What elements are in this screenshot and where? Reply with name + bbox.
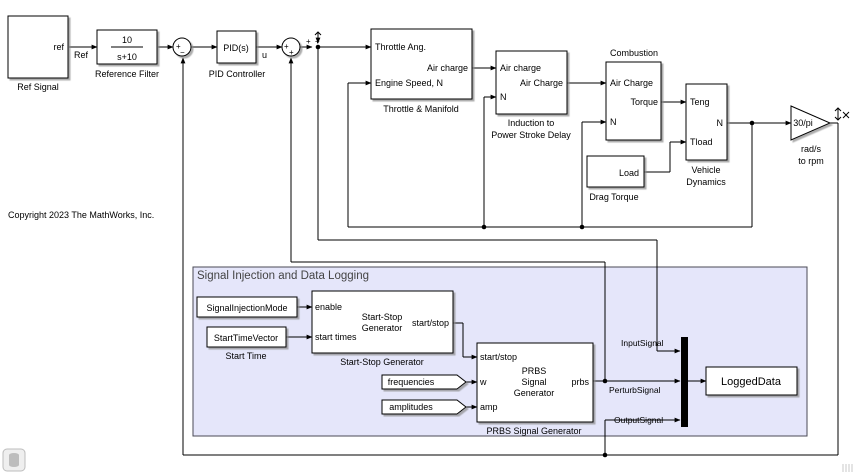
- prbs-in3: amp: [480, 402, 498, 412]
- gain-text: 30/pi: [793, 118, 813, 128]
- vehicle-dynamics-block[interactable]: Teng N Tload Vehicle Dynamics: [685, 83, 728, 187]
- signal-injection-mode-text: SignalInjectionMode: [206, 303, 287, 313]
- copyright-text: Copyright 2023 The MathWorks, Inc.: [8, 210, 154, 220]
- frequencies-text: frequencies: [388, 377, 435, 387]
- subsystem-title: Signal Injection and Data Logging: [197, 270, 369, 282]
- bus-creator-block[interactable]: [681, 337, 688, 427]
- signal-injection-mode-block[interactable]: SignalInjectionMode: [196, 296, 298, 318]
- combustion-title: Combustion: [610, 48, 658, 58]
- prbs-in1: start/stop: [480, 352, 517, 362]
- induction-label-1: Induction to: [508, 118, 555, 128]
- junction-dots: [315, 44, 755, 458]
- ssg-in2: start times: [315, 332, 357, 342]
- linear-analysis-output-icon[interactable]: [834, 107, 850, 121]
- vehicle-out: N: [717, 118, 724, 128]
- u-signal-label: u: [262, 50, 267, 60]
- throttle-in1: Throttle Ang.: [375, 42, 426, 52]
- drag-torque-label: Drag Torque: [589, 192, 638, 202]
- vehicle-in2: Tload: [690, 137, 713, 147]
- combustion-in2: N: [610, 117, 617, 127]
- logged-data-text: LoggedData: [721, 376, 782, 388]
- vehicle-in1: Teng: [690, 97, 710, 107]
- vehicle-label-1: Vehicle: [691, 165, 720, 175]
- prbs-signal-generator-label: PRBS Signal Generator: [486, 426, 581, 436]
- sum1-plus-sign: +: [176, 42, 181, 51]
- resize-grip-icon[interactable]: [842, 464, 853, 472]
- throttle-manifold-block[interactable]: Throttle Ang. Air charge Engine Speed, N…: [370, 28, 473, 114]
- induction-in2: N: [500, 92, 507, 102]
- ref-signal-block[interactable]: ref Ref Signal: [7, 15, 69, 92]
- combustion-block[interactable]: Combustion Air Charge Torque N: [605, 48, 662, 141]
- prbs-center-2: Signal: [521, 377, 546, 387]
- induction-label-2: Power Stroke Delay: [491, 130, 571, 140]
- start-time-label: Start Time: [225, 351, 266, 361]
- sum-block-2[interactable]: + +: [281, 37, 301, 57]
- reference-filter-label: Reference Filter: [95, 69, 159, 79]
- combustion-out: Torque: [630, 97, 658, 107]
- ssg-center-2: Generator: [362, 323, 403, 333]
- induction-out: Air Charge: [520, 78, 563, 88]
- ref-signal-line-label: Ref: [74, 50, 89, 60]
- sum2-plus-bottom: +: [289, 48, 294, 57]
- pid-controller-block[interactable]: PID(s) PID Controller: [209, 30, 266, 79]
- amplitudes-from-block[interactable]: amplitudes: [381, 399, 467, 415]
- gain-label-1: rad/s: [801, 144, 822, 154]
- prbs-in2: w: [479, 377, 487, 387]
- load-text: Load: [619, 168, 639, 178]
- start-time-vector-text: StartTimeVector: [214, 333, 278, 343]
- sum3-plus-bottom: +: [315, 37, 320, 46]
- sum-block-3[interactable]: + +: [306, 37, 320, 46]
- start-stop-generator-label: Start-Stop Generator: [340, 357, 424, 367]
- throttle-label: Throttle & Manifold: [383, 104, 459, 114]
- perturb-signal-label: PerturbSignal: [609, 385, 661, 395]
- reference-filter-block[interactable]: 10 s+10 Reference Filter: [95, 29, 159, 79]
- sum-block-1[interactable]: + −: [172, 37, 192, 57]
- sum1-minus-sign: −: [180, 48, 185, 57]
- ref-port-label: ref: [53, 42, 64, 52]
- output-signal-label: OutputSignal: [614, 415, 663, 425]
- induction-in1: Air charge: [500, 63, 541, 73]
- start-stop-generator-block[interactable]: enable start times Start-Stop Generator …: [311, 290, 454, 367]
- gain-label-2: to rpm: [798, 156, 824, 166]
- prbs-signal-generator-block[interactable]: start/stop w amp PRBS Signal Generator p…: [476, 342, 594, 436]
- pid-text: PID(s): [223, 43, 249, 53]
- ssg-center-1: Start-Stop: [362, 312, 403, 322]
- prbs-center-1: PRBS: [522, 366, 547, 376]
- ssg-in1: enable: [315, 302, 342, 312]
- throttle-out: Air charge: [427, 63, 468, 73]
- sum2-plus-left: +: [284, 42, 289, 51]
- prbs-out: prbs: [571, 377, 589, 387]
- pid-controller-label: PID Controller: [209, 69, 266, 79]
- gain-block[interactable]: 30/pi rad/s to rpm: [790, 105, 832, 166]
- induction-delay-block[interactable]: Air charge Air Charge N Induction to Pow…: [491, 50, 571, 140]
- ref-signal-label: Ref Signal: [17, 82, 59, 92]
- signal-lines: [69, 33, 839, 456]
- throttle-in2: Engine Speed, N: [375, 78, 443, 88]
- linear-analysis-input-icon[interactable]: [314, 31, 322, 40]
- start-time-vector-block[interactable]: StartTimeVector Start Time: [206, 326, 287, 361]
- combustion-in1: Air Charge: [610, 78, 653, 88]
- drag-torque-block[interactable]: Load Drag Torque: [586, 155, 645, 202]
- frequencies-from-block[interactable]: frequencies: [381, 374, 467, 390]
- logged-data-block[interactable]: LoggedData: [705, 366, 798, 396]
- filter-denominator: s+10: [117, 52, 137, 62]
- input-signal-label: InputSignal: [621, 338, 664, 348]
- ssg-out: start/stop: [412, 318, 449, 328]
- model-data-icon[interactable]: [2, 448, 26, 472]
- prbs-center-3: Generator: [514, 388, 555, 398]
- vehicle-label-2: Dynamics: [686, 177, 726, 187]
- sum3-plus-left: +: [306, 37, 311, 46]
- amplitudes-text: amplitudes: [389, 402, 433, 412]
- filter-numerator: 10: [122, 35, 132, 45]
